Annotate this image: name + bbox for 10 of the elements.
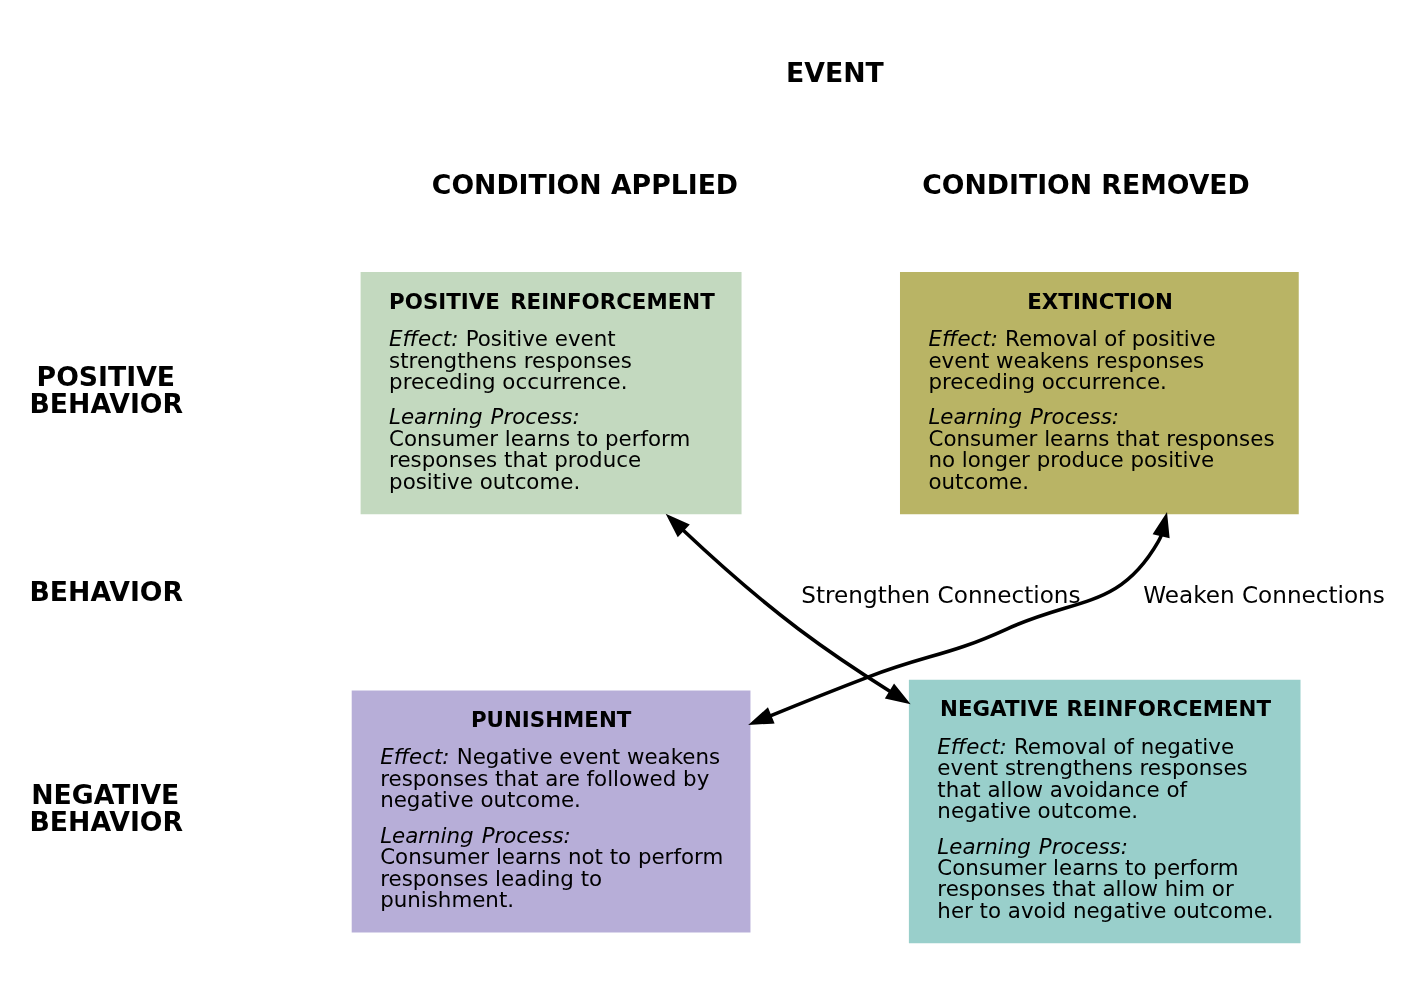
arrow [748,512,1170,725]
arrow [665,513,911,705]
label: EVENT [786,56,884,88]
label: POSITIVE BEHAVIOR [29,361,184,419]
edge-label: Weaken Connections [1143,582,1385,609]
edge-label: Strengthen Connections [801,582,1081,609]
label: BEHAVIOR [29,576,184,608]
label: NEGATIVE BEHAVIOR [29,779,184,838]
label: CONDITION REMOVED [922,168,1250,200]
label: CONDITION APPLIED [431,168,739,200]
